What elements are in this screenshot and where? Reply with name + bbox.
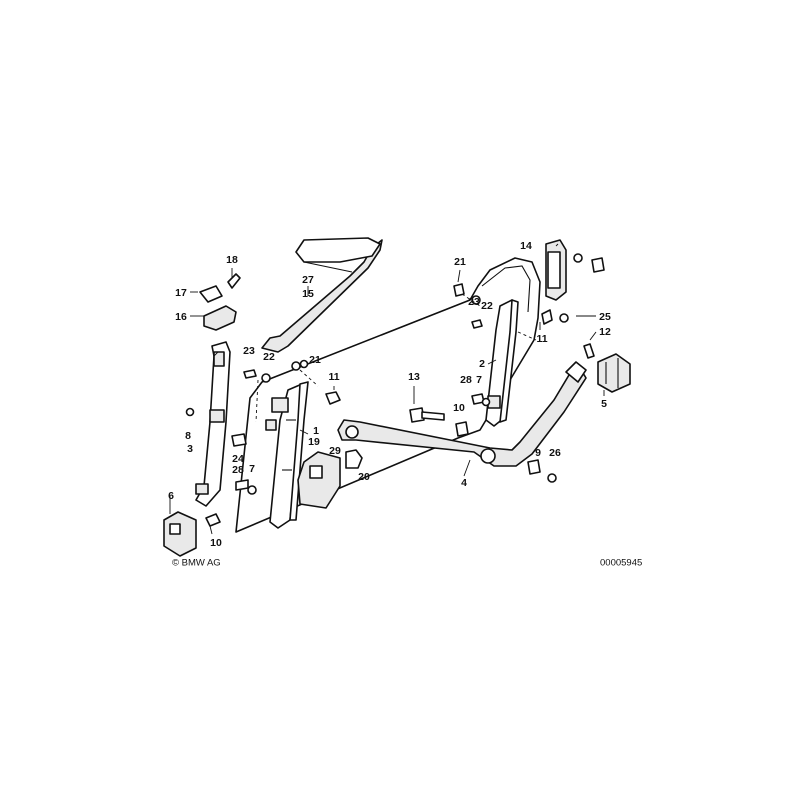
label-29: 29 xyxy=(329,445,341,457)
label-16: 16 xyxy=(175,311,187,323)
bracket-14 xyxy=(545,239,583,301)
callout-labels: 1 2 3 4 5 6 7 7 8 9 10 10 11 11 12 13 14… xyxy=(168,240,611,549)
label-20: 20 xyxy=(358,471,370,483)
diagram-id: 00005945 xyxy=(600,558,642,569)
label-25: 25 xyxy=(599,311,611,323)
label-11: 11 xyxy=(328,371,339,383)
label-27: 27 xyxy=(302,274,314,286)
label-28: 28 xyxy=(460,374,472,386)
window-guide-left xyxy=(265,381,309,529)
label-7: 7 xyxy=(476,374,482,386)
label-17: 17 xyxy=(175,287,187,299)
label-1: 1 xyxy=(313,425,319,437)
label-13: 13 xyxy=(408,371,420,383)
label-15: 15 xyxy=(302,288,314,300)
label-8: 8 xyxy=(185,430,191,442)
leader-lines xyxy=(169,243,605,535)
label-19: 19 xyxy=(308,436,320,448)
label-4: 4 xyxy=(461,477,467,489)
bracket-6 xyxy=(163,511,197,557)
label-21: 21 xyxy=(454,256,466,268)
label-23: 23 xyxy=(468,296,480,308)
fasteners xyxy=(185,257,605,527)
pillar-trim xyxy=(195,341,231,507)
label-18: 18 xyxy=(226,254,238,266)
label-10: 10 xyxy=(210,537,222,549)
assembly-lines xyxy=(255,293,537,423)
bracket-5 xyxy=(597,353,631,393)
label-22: 22 xyxy=(481,300,493,312)
label-28: 28 xyxy=(232,464,244,476)
label-26: 26 xyxy=(549,447,561,459)
label-3: 3 xyxy=(187,443,193,455)
label-10: 10 xyxy=(453,402,465,414)
upper-rail xyxy=(261,237,383,353)
copyright-text: © BMW AG xyxy=(172,558,221,569)
label-23: 23 xyxy=(243,345,255,357)
bracket-16 xyxy=(199,273,241,331)
label-21: 21 xyxy=(309,354,321,366)
window-guide-right xyxy=(485,299,519,427)
label-14: 14 xyxy=(520,240,532,252)
label-22: 22 xyxy=(263,351,275,363)
bracket-20 xyxy=(297,449,363,509)
label-7: 7 xyxy=(249,463,255,475)
label-24: 24 xyxy=(232,453,244,465)
cross-brace xyxy=(337,361,587,467)
label-9: 9 xyxy=(535,447,541,459)
label-5: 5 xyxy=(601,398,607,410)
label-11: 11 xyxy=(536,333,547,345)
label-6: 6 xyxy=(168,490,174,502)
label-2: 2 xyxy=(479,358,485,370)
label-12: 12 xyxy=(599,326,611,338)
